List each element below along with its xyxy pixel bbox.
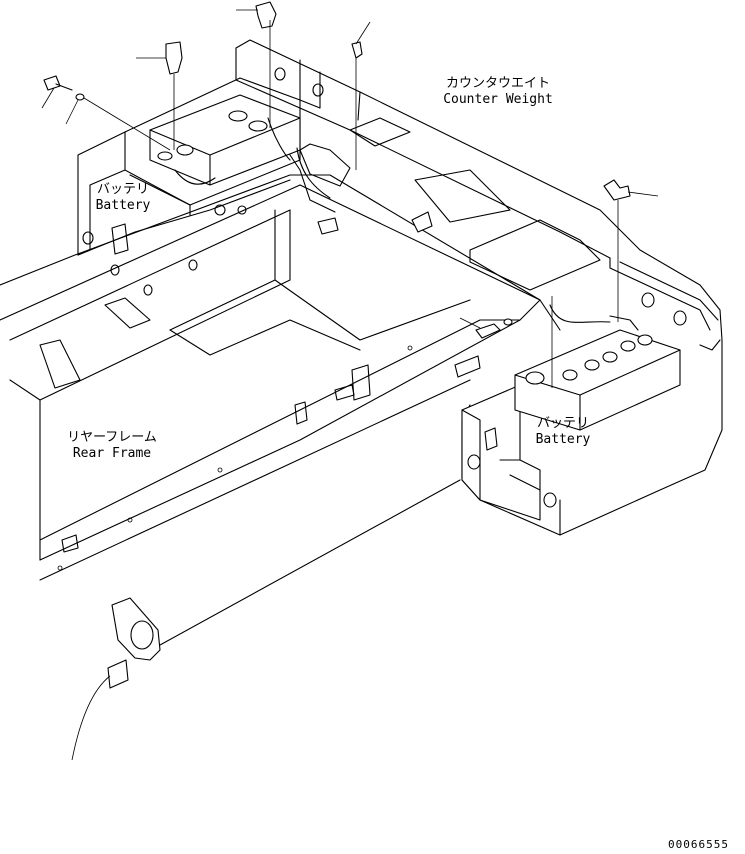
hardware-parts	[43, 1, 631, 339]
right-battery	[514, 304, 681, 431]
lifting-eye	[107, 597, 161, 689]
leader-lines	[41, 9, 659, 761]
drawing-number: 00066555	[668, 838, 729, 851]
rear-frame-label-en: Rear Frame	[72, 446, 152, 461]
right-battery-label-jp: バッテリ	[536, 416, 589, 431]
rear-frame-label-jp: リヤーフレーム	[67, 430, 157, 445]
left-battery-label-en: Battery	[95, 198, 151, 213]
rear-frame	[0, 174, 561, 646]
right-battery-label-en: Battery	[535, 432, 591, 447]
counter-weight-label-en: Counter Weight	[443, 92, 553, 107]
left-battery-label-jp: バッテリ	[96, 182, 149, 197]
left-battery	[149, 94, 336, 213]
counter-weight-label-jp: カウンタウエイト	[445, 76, 550, 91]
